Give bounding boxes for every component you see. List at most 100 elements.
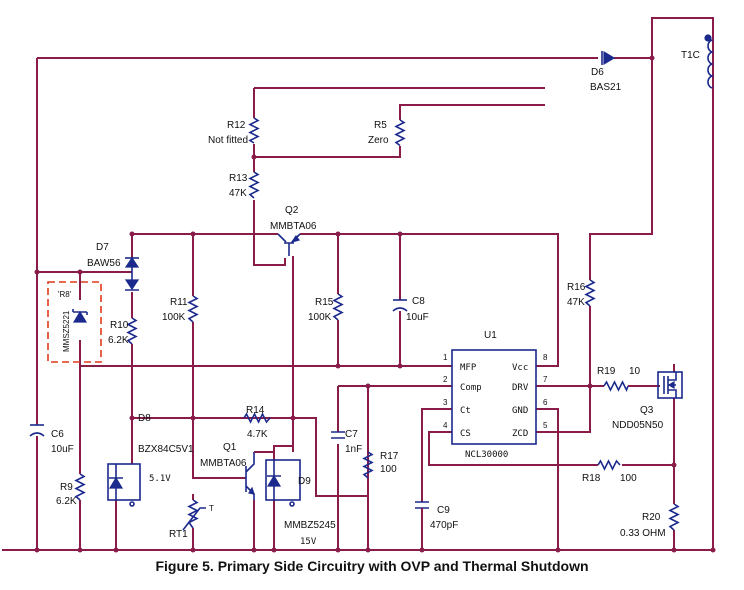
q1-value: MMBTA06: [200, 458, 247, 469]
node: [190, 415, 196, 421]
r16-resistor-symbol: [584, 279, 596, 307]
c7-value: 1nF: [345, 444, 362, 455]
node: [335, 547, 341, 553]
rt1-thermistor-symbol: [182, 499, 206, 531]
r18-resistor-symbol: [597, 459, 621, 471]
comp-line: [337, 385, 452, 550]
junction-nodes: [34, 55, 716, 553]
r16-ref: R16: [567, 282, 586, 293]
pin-name: DRV: [512, 383, 529, 393]
vcc-bus: [132, 233, 559, 367]
c9-value: 470pF: [430, 520, 458, 531]
d9-ref: D9: [298, 476, 311, 487]
pin-number: 4: [443, 421, 448, 430]
node: [365, 383, 371, 389]
r5-value: Zero: [368, 135, 389, 146]
r10-resistor-symbol: [126, 317, 138, 345]
pin-number: 1: [443, 353, 448, 362]
r14-value: 4.7K: [247, 429, 268, 440]
r20-resistor-symbol: [668, 503, 680, 531]
r17-resistor-symbol: [362, 451, 374, 479]
node: [365, 547, 371, 553]
q2-value: MMBTA06: [270, 221, 317, 232]
r17-ref: R17: [380, 451, 399, 462]
cs-line: [428, 431, 674, 466]
r14-resistor-symbol: [243, 412, 271, 424]
r13-ref: R13: [229, 173, 248, 184]
node: [34, 547, 40, 553]
q1-transistor-symbol: [245, 452, 255, 500]
node: [419, 547, 425, 553]
pin-name: GND: [512, 406, 528, 416]
d8-ref: D8: [138, 413, 151, 424]
u1-left-pins: 1 MFP 2 Comp 3 Ct 4 CS: [443, 353, 482, 439]
node: [251, 547, 257, 553]
d9-zener-box: [265, 459, 301, 501]
d7-value: BAW56: [87, 258, 121, 269]
r12-ref: R12: [227, 120, 246, 131]
node: [555, 547, 561, 553]
gnd-pin-wire: [536, 408, 559, 550]
c8-value: 10uF: [406, 312, 429, 323]
node: [129, 415, 135, 421]
pin-number: 7: [543, 375, 548, 384]
c6-ref: C6: [51, 429, 64, 440]
r18-ref: R18: [582, 473, 601, 484]
c6-value: 10uF: [51, 444, 74, 455]
zcd-wire: [536, 306, 591, 433]
node: [397, 231, 403, 237]
node: [251, 154, 257, 160]
q3-value: NDD05N50: [612, 420, 664, 431]
r16-value: 47K: [567, 297, 585, 308]
q3-mosfet-symbol: [657, 371, 683, 399]
node: [34, 269, 40, 275]
rt1-ref: RT1: [169, 529, 188, 540]
node: [335, 363, 341, 369]
pin-name: MFP: [460, 363, 477, 373]
node: [649, 55, 655, 61]
pin-number: 3: [443, 398, 448, 407]
t1c-inductor-symbol: [704, 34, 714, 100]
ct-line: [421, 408, 452, 550]
d8-wire: [115, 418, 133, 550]
u1-right-pins: 8 Vcc 7 DRV 6 GND 5 ZCD: [512, 353, 548, 439]
r12-r5-block: [253, 87, 545, 158]
d9-zener-symbol: [266, 460, 295, 507]
r19-ref: R19: [597, 366, 616, 377]
r8-dashed-box: [47, 281, 102, 363]
node: [671, 462, 677, 468]
r12-value: Not fitted: [208, 135, 248, 146]
node: [190, 231, 196, 237]
r8-value: MMSZ5221: [62, 310, 71, 352]
u1-ref: U1: [484, 330, 497, 341]
u1-ic-body: [451, 349, 537, 445]
u1-value: NCL30000: [465, 450, 508, 460]
d8-zener-box: [107, 463, 141, 501]
c9-ref: C9: [437, 505, 450, 516]
r20-ref: R20: [642, 512, 661, 523]
pin-number: 5: [543, 421, 548, 430]
r12-resistor-symbol: [248, 117, 260, 144]
r15-value: 100K: [308, 312, 332, 323]
node: [397, 363, 403, 369]
d8-voltage: 5.1V: [149, 474, 171, 484]
r11-resistor-symbol: [187, 295, 199, 323]
right-rail: [589, 17, 714, 550]
d8-zener-symbol: [108, 464, 135, 507]
r17-value: 100: [380, 464, 397, 475]
r13-resistor-symbol: [248, 171, 260, 199]
d6-value: BAS21: [590, 82, 622, 93]
d7-diode-symbol: [124, 256, 140, 291]
r14-ref: R14: [246, 405, 265, 416]
c7-capacitor-symbol: [331, 431, 345, 439]
r20-value: 0.33 OHM: [620, 528, 666, 539]
r9-ref: R9: [60, 482, 73, 493]
r19-value: 10: [629, 366, 641, 377]
c7-ref: C7: [345, 429, 358, 440]
r13-wire: [253, 157, 286, 266]
r11-ref: R11: [170, 297, 188, 308]
d9-value: MMBZ5245: [284, 520, 336, 531]
r15-resistor-symbol: [332, 293, 344, 321]
node: [587, 383, 593, 389]
node: [710, 547, 716, 553]
